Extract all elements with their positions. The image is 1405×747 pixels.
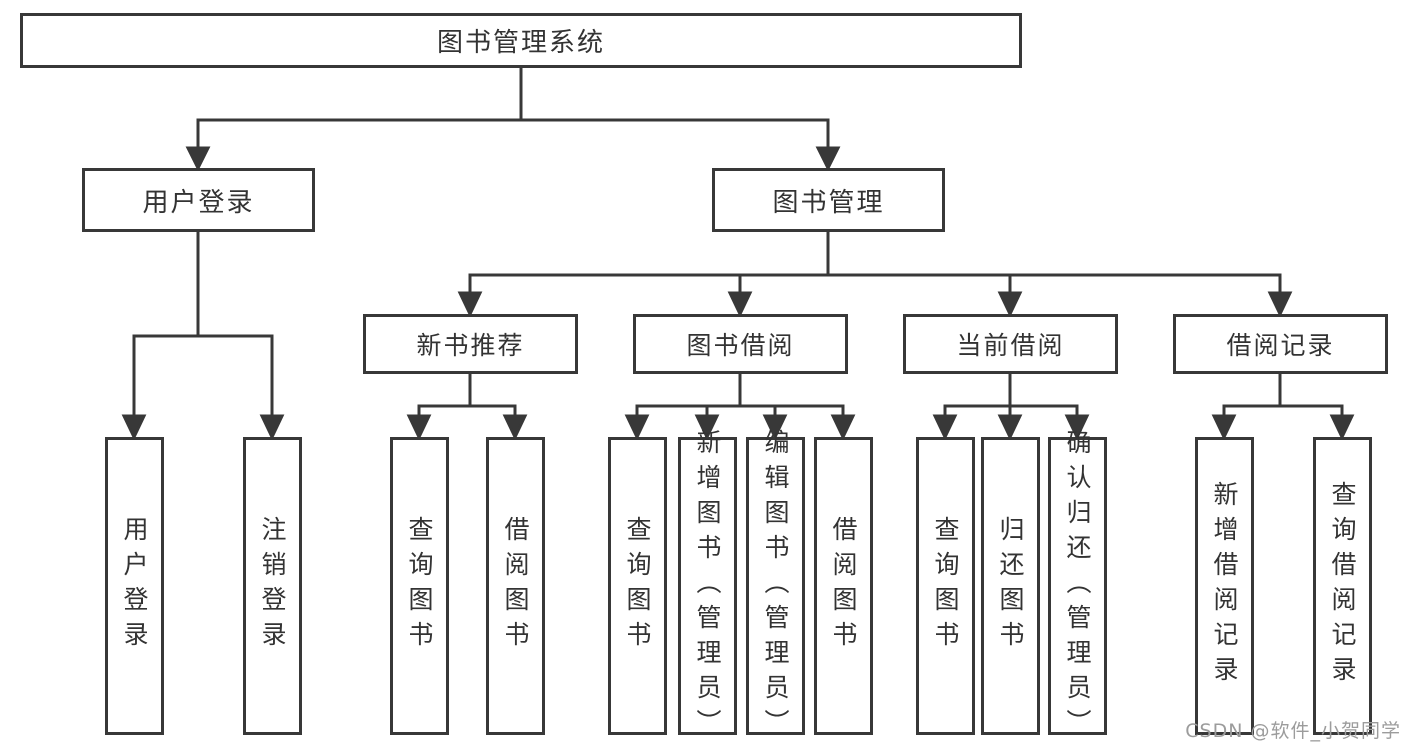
node-label: 编辑图书（管理员） <box>761 428 790 744</box>
node-label: 当前借阅 <box>956 331 1065 360</box>
arrowhead-down-icon <box>1211 414 1237 441</box>
arrowhead-down-icon <box>624 414 650 441</box>
arrowhead-down-icon <box>121 414 147 441</box>
node-book-management: 图书管理 <box>712 168 945 232</box>
node-label: 借阅图书 <box>829 516 858 656</box>
arrowhead-down-icon <box>727 291 753 318</box>
node-label: 查询图书 <box>405 516 434 656</box>
node-label: 图书借阅 <box>686 331 795 360</box>
arrowhead-down-icon <box>457 291 483 318</box>
csdn-watermark: CSDN @软件_小贺同学 <box>1185 720 1401 742</box>
arrowhead-down-icon <box>762 414 788 441</box>
arrowhead-down-icon <box>502 414 528 441</box>
connector-borrowrecords-to-leaves <box>1211 374 1355 441</box>
leaf-query-books-current: 查询图书 <box>916 437 975 735</box>
node-current-borrow: 当前借阅 <box>903 314 1118 374</box>
arrowhead-down-icon <box>185 146 211 172</box>
node-label: 确认归还（管理员） <box>1063 428 1092 744</box>
arrowhead-down-icon <box>694 414 720 441</box>
arrowhead-down-icon <box>1064 414 1090 441</box>
connector-bookborrow-to-leaves <box>624 374 856 441</box>
leaf-confirm-return-admin: 确认归还（管理员） <box>1048 429 1107 744</box>
node-label: 用户登录 <box>142 187 255 218</box>
node-label: 图书管理系统 <box>436 28 605 58</box>
node-label: 归还图书 <box>996 516 1025 656</box>
leaf-add-book-admin: 新增图书（管理员） <box>678 429 737 744</box>
node-new-book-recommend: 新书推荐 <box>363 314 578 374</box>
arrowhead-down-icon <box>259 414 285 441</box>
leaf-add-borrow-record: 新增借阅记录 <box>1195 437 1254 735</box>
node-label: 新增借阅记录 <box>1210 481 1239 691</box>
arrowhead-down-icon <box>997 291 1023 318</box>
node-label: 借阅记录 <box>1226 331 1335 360</box>
connector-bookmgmt-to-level3 <box>457 232 1293 318</box>
arrowhead-down-icon <box>406 414 432 441</box>
leaf-query-books-recommend: 查询图书 <box>390 437 449 735</box>
node-label: 查询借阅记录 <box>1328 481 1357 691</box>
arrowhead-down-icon <box>997 414 1023 441</box>
node-borrow-records: 借阅记录 <box>1173 314 1388 374</box>
arrowhead-down-icon <box>815 146 841 172</box>
leaf-query-books-borrow: 查询图书 <box>608 437 667 735</box>
connector-root-to-level2 <box>185 68 841 172</box>
node-label: 注销登录 <box>258 516 287 656</box>
arrowhead-down-icon <box>1267 291 1293 318</box>
arrowhead-down-icon <box>932 414 958 441</box>
leaf-borrow-books-recommend: 借阅图书 <box>486 437 545 735</box>
leaf-edit-book-admin: 编辑图书（管理员） <box>746 429 805 744</box>
node-user-login: 用户登录 <box>82 168 315 232</box>
arrowhead-down-icon <box>1329 414 1355 441</box>
connector-userlogin-to-leaves <box>121 232 285 441</box>
connector-currentborrow-to-leaves <box>932 374 1090 441</box>
connector-newbook-to-leaves <box>406 374 528 441</box>
leaf-logout: 注销登录 <box>243 437 302 735</box>
node-label: 新书推荐 <box>416 331 525 360</box>
node-label: 用户登录 <box>120 516 149 656</box>
arrowhead-down-icon <box>830 414 856 441</box>
leaf-borrow-books: 借阅图书 <box>814 437 873 735</box>
leaf-user-login: 用户登录 <box>105 437 164 735</box>
node-label: 图书管理 <box>772 187 885 218</box>
leaf-query-borrow-record: 查询借阅记录 <box>1313 437 1372 735</box>
node-library-management-system: 图书管理系统 <box>20 13 1022 68</box>
node-book-borrow: 图书借阅 <box>633 314 848 374</box>
node-label: 借阅图书 <box>501 516 530 656</box>
leaf-return-books: 归还图书 <box>981 437 1040 735</box>
node-label: 新增图书（管理员） <box>693 428 722 744</box>
node-label: 查询图书 <box>623 516 652 656</box>
node-label: 查询图书 <box>931 516 960 656</box>
